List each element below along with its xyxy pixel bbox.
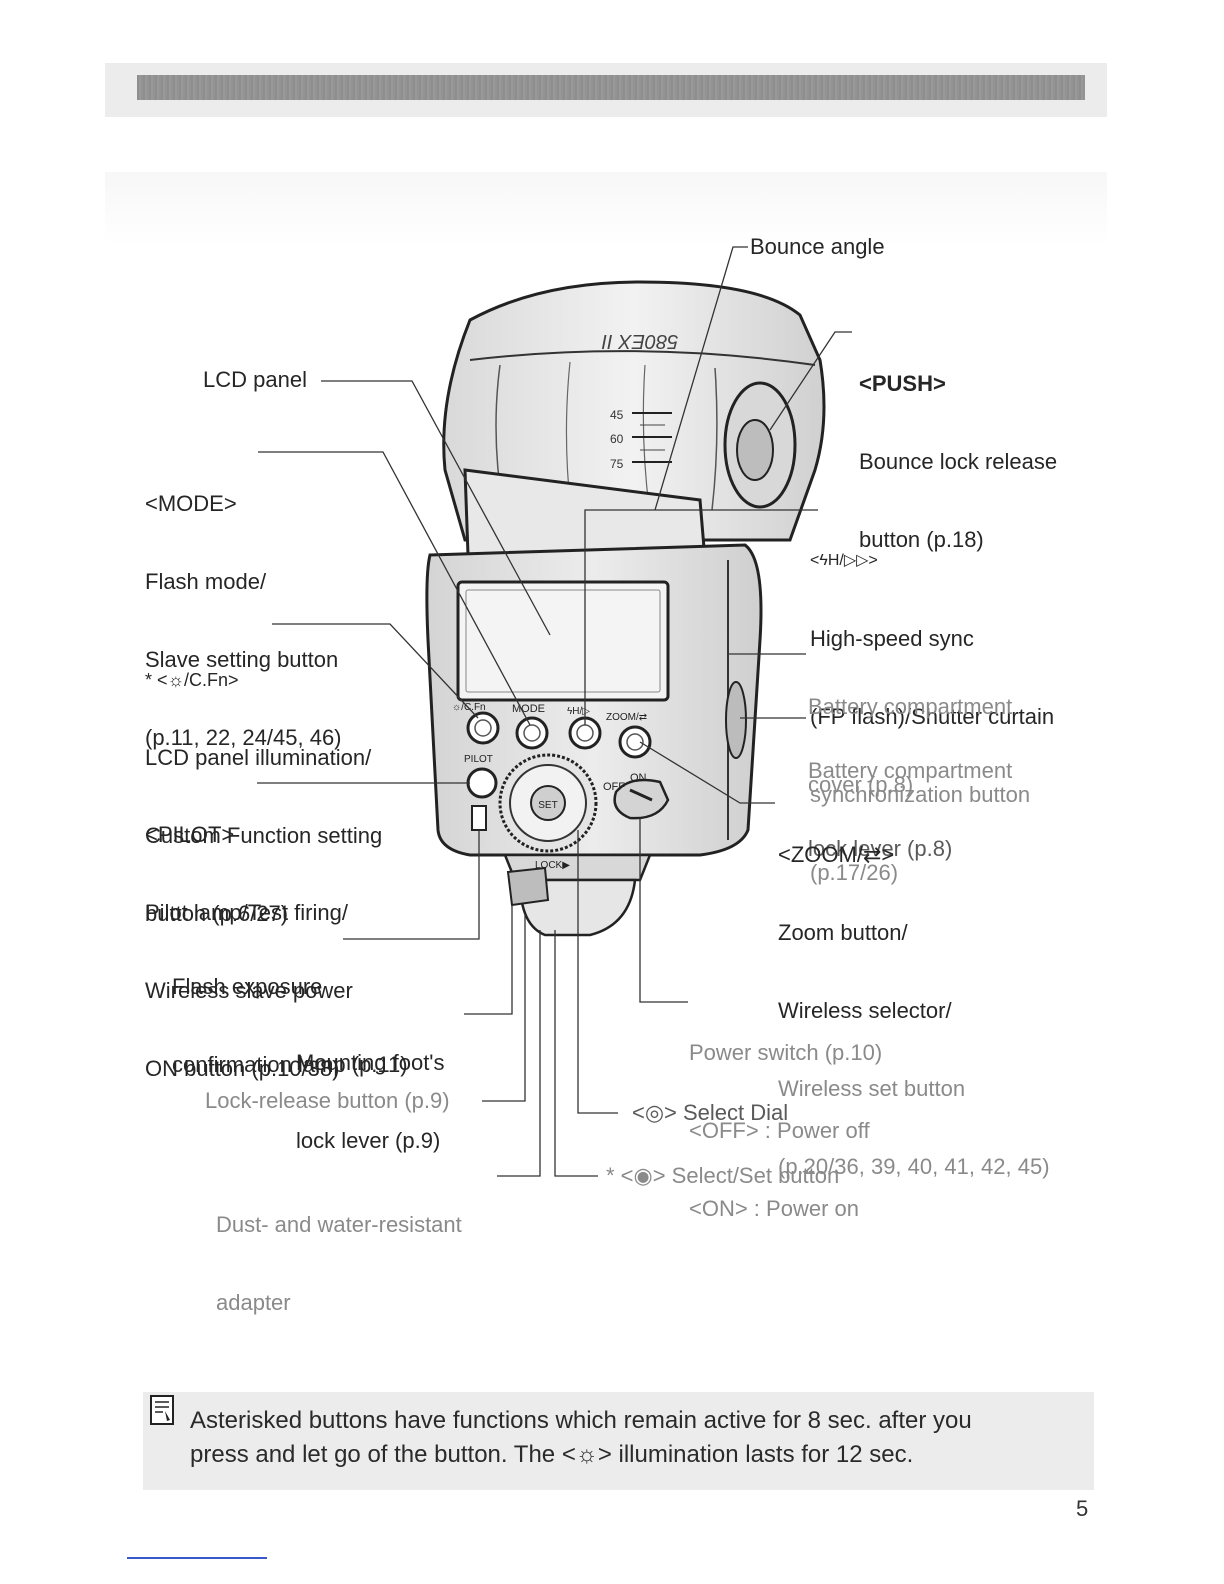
power-off-label: OFF bbox=[603, 781, 625, 793]
label-zoom-line4: (p.20/36, 39, 40, 41, 42, 45) bbox=[778, 1154, 1050, 1179]
label-flash-exposure-line1: Flash exposure bbox=[172, 974, 323, 999]
label-select-dial: <◎> Select Dial bbox=[632, 1100, 789, 1125]
label-mode-line3: (p.11, 22, 24/45, 46) bbox=[145, 725, 342, 750]
label-illum-line3: button (p.6/27) bbox=[145, 901, 289, 926]
flash-head bbox=[442, 280, 826, 542]
leader-lines bbox=[257, 246, 852, 1177]
label-illum-title: * <☼/C.Fn> bbox=[145, 670, 239, 690]
label-bounce-angle: Bounce angle bbox=[750, 234, 885, 259]
angle-mark-75: 75 bbox=[610, 457, 624, 471]
label-mounting-foot-line1: Mounting foot's bbox=[296, 1050, 445, 1075]
label-power-switch-line2: <OFF> : Power off bbox=[689, 1118, 870, 1143]
label-pilot-line2: Wireless slave power bbox=[145, 978, 353, 1003]
label-push-line1: Bounce lock release bbox=[859, 449, 1058, 474]
label-push-line2: button (p.18) bbox=[859, 527, 984, 552]
label-mode-line1: Flash mode/ bbox=[145, 569, 267, 594]
note-line1: Asterisked buttons have functions which … bbox=[190, 1407, 972, 1434]
label-flash-exposure: Flash exposure confirmation lamp (p.11) bbox=[172, 922, 408, 1104]
label-zoom-title: <ZOOM/⇄> bbox=[778, 842, 895, 867]
power-on-label: ON bbox=[630, 772, 647, 784]
label-zoom-line2: Wireless selector/ bbox=[778, 998, 952, 1023]
header-bar bbox=[137, 75, 1085, 100]
button-mode bbox=[515, 716, 549, 750]
label-hss-line2: (FP flash)/Shutter curtain bbox=[810, 704, 1055, 729]
label-illum: * <☼/C.Fn> LCD panel illumination/ Custo… bbox=[145, 615, 382, 953]
label-lcd-panel: LCD panel bbox=[203, 367, 307, 392]
label-power-switch-line3: <ON> : Power on bbox=[689, 1196, 859, 1221]
label-hss-line4: (p.17/26) bbox=[810, 860, 899, 885]
label-battery-cover: Battery compartment cover (p.8) bbox=[808, 642, 1012, 824]
label-battery-lock-line2: lock lever (p.8) bbox=[808, 836, 953, 861]
label-lock-release: Lock-release button (p.9) bbox=[205, 1088, 450, 1113]
angle-mark-60: 60 bbox=[610, 432, 624, 446]
label-power-switch: Power switch (p.10) <OFF> : Power off <O… bbox=[689, 988, 882, 1248]
angle-mark-45: 45 bbox=[610, 408, 624, 422]
label-battery-lock: Battery compartment lock lever (p.8) bbox=[808, 706, 1012, 888]
button-zoom bbox=[618, 725, 652, 759]
label-mounting-foot: Mounting foot's lock lever (p.9) bbox=[296, 998, 445, 1180]
dial-center-label: SET bbox=[538, 800, 557, 811]
label-illum-line2: Custom Function setting bbox=[145, 823, 383, 848]
label-dust-adapter-line2: adapter bbox=[216, 1290, 291, 1315]
label-zoom-line1: Zoom button/ bbox=[778, 920, 908, 945]
label-push-title: <PUSH> bbox=[859, 371, 946, 396]
label-push: <PUSH> Bounce lock release button (p.18) bbox=[859, 319, 1057, 579]
label-pilot-line1: Pilot lamp/Test firing/ bbox=[145, 900, 348, 925]
label-dust-adapter: Dust- and water-resistant adapter bbox=[216, 1160, 462, 1342]
label-battery-cover-line2: cover (p.8) bbox=[808, 772, 914, 797]
button-label-zoom: ZOOM/⇄ bbox=[606, 712, 647, 723]
note-box bbox=[143, 1392, 1094, 1490]
page-number: 5 bbox=[1076, 1496, 1089, 1521]
label-mode-line2: Slave setting button bbox=[145, 647, 339, 672]
label-battery-lock-line1: Battery compartment bbox=[808, 758, 1013, 783]
label-mode: <MODE> Flash mode/ Slave setting button … bbox=[145, 439, 342, 777]
label-pilot-line3: ON button (p.10/38) bbox=[145, 1056, 340, 1081]
label-mounting-foot-line2: lock lever (p.9) bbox=[296, 1128, 441, 1153]
button-illum bbox=[466, 711, 500, 745]
footer-line bbox=[127, 1557, 267, 1559]
label-dust-adapter-line1: Dust- and water-resistant bbox=[216, 1212, 462, 1237]
flash-exposure-lamp bbox=[471, 805, 487, 831]
label-power-switch-line1: Power switch (p.10) bbox=[689, 1040, 883, 1065]
label-hss-title: <ϟH/▷▷> bbox=[810, 552, 878, 569]
memo-icon bbox=[150, 1395, 174, 1425]
power-switch bbox=[613, 778, 670, 820]
label-pilot-title: <PILOT> bbox=[145, 822, 235, 847]
label-zoom: <ZOOM/⇄> Zoom button/ Wireless selector/… bbox=[778, 790, 1050, 1206]
button-label-hss: ϟH/▷ bbox=[567, 706, 590, 717]
label-hss-line1: High-speed sync bbox=[810, 626, 974, 651]
note-line2: press and let go of the button. The <☼> … bbox=[190, 1441, 914, 1468]
button-label-mode: MODE bbox=[512, 703, 545, 715]
flash-logo: 580EX II bbox=[601, 330, 678, 352]
label-hss: <ϟH/▷▷> High-speed sync (FP flash)/Shutt… bbox=[810, 496, 1054, 912]
label-illum-line1: LCD panel illumination/ bbox=[145, 745, 372, 770]
label-battery-cover-line1: Battery compartment bbox=[808, 694, 1013, 719]
note-text: Asterisked buttons have functions which … bbox=[190, 1404, 1090, 1472]
label-zoom-line3: Wireless set button bbox=[778, 1076, 966, 1101]
label-pilot: <PILOT> Pilot lamp/Test firing/ Wireless… bbox=[145, 770, 353, 1108]
label-select-set: * <◉> Select/Set button bbox=[606, 1163, 840, 1188]
button-pilot bbox=[466, 767, 498, 799]
pilot-label: PILOT bbox=[464, 754, 493, 765]
label-hss-line3: synchronization button bbox=[810, 782, 1031, 807]
lock-label: LOCK▶ bbox=[535, 860, 570, 871]
select-dial bbox=[498, 753, 598, 853]
label-mode-title: <MODE> bbox=[145, 491, 237, 516]
label-flash-exposure-line2: confirmation lamp (p.11) bbox=[172, 1052, 408, 1077]
